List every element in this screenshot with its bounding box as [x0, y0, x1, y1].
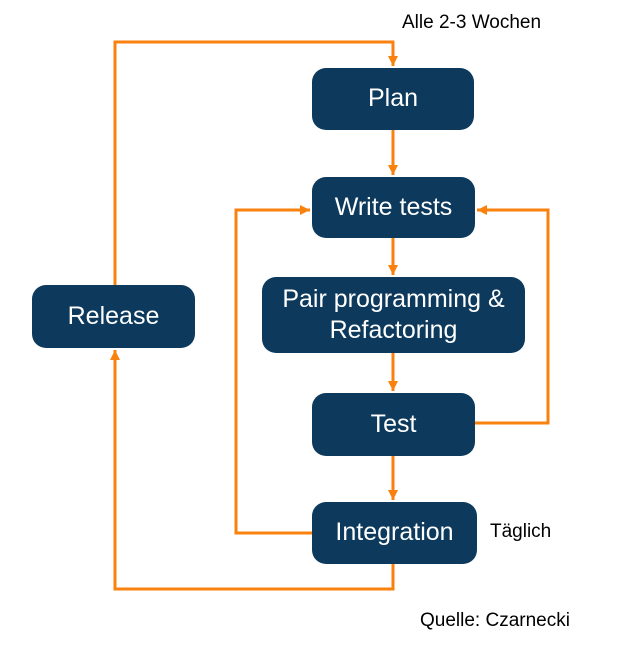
node-integration: Integration [312, 502, 477, 564]
daily-frequency-label: Täglich [490, 521, 552, 542]
arrow-test-to-write-tests [475, 205, 550, 425]
node-pair-programming: Pair programming & Refactoring [262, 277, 525, 353]
node-test: Test [312, 393, 475, 456]
node-plan-label: Plan [367, 84, 419, 113]
node-pair-programming-label: Pair programming & Refactoring [282, 284, 505, 344]
source-credit-label: Quelle: Czarnecki [420, 610, 570, 631]
cycle-frequency-label: Alle 2-3 Wochen [402, 12, 542, 33]
arrow-release-to-plan [113, 40, 398, 285]
node-write-tests-label: Write tests [334, 192, 453, 221]
node-test-label: Test [370, 409, 417, 438]
node-integration-label: Integration [335, 518, 454, 547]
node-release: Release [32, 285, 195, 348]
node-release-label: Release [67, 301, 160, 330]
node-plan: Plan [312, 68, 474, 130]
arrow-integration-to-release [110, 350, 395, 591]
node-write-tests: Write tests [312, 177, 475, 238]
arrow-integration-to-write-tests [234, 205, 312, 535]
